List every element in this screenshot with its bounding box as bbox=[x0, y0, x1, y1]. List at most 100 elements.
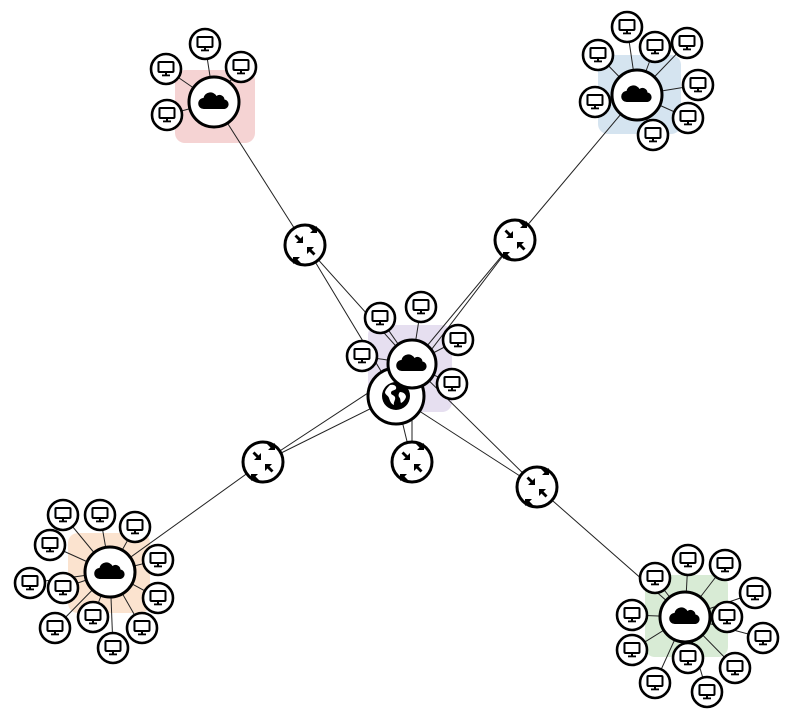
cloud-icon bbox=[94, 562, 125, 580]
monitor-icon bbox=[623, 607, 641, 623]
monitor-icon bbox=[443, 376, 461, 392]
computer-node[interactable] bbox=[638, 666, 672, 700]
computer-node[interactable] bbox=[681, 68, 715, 102]
monitor-icon bbox=[679, 552, 697, 568]
monitor-icon bbox=[21, 575, 39, 591]
monitor-icon bbox=[746, 585, 764, 601]
computer-node[interactable] bbox=[671, 641, 705, 675]
computer-node[interactable] bbox=[708, 548, 742, 582]
computer-node[interactable] bbox=[581, 38, 615, 72]
computer-node[interactable] bbox=[670, 26, 704, 60]
computer-node[interactable] bbox=[150, 98, 184, 132]
cloud-node[interactable] bbox=[83, 545, 137, 599]
globe-icon bbox=[382, 382, 410, 410]
router-arrows-icon bbox=[525, 466, 549, 508]
cloud-icon bbox=[198, 92, 229, 110]
computer-node[interactable] bbox=[404, 290, 438, 324]
computer-node[interactable] bbox=[690, 675, 724, 709]
cloud-icon bbox=[396, 354, 427, 372]
link-router-nw-red-cloud bbox=[213, 101, 306, 246]
computer-node[interactable] bbox=[718, 651, 752, 685]
computer-node[interactable] bbox=[710, 600, 744, 634]
computer-node[interactable] bbox=[615, 633, 649, 667]
computer-node[interactable] bbox=[141, 543, 175, 577]
monitor-icon bbox=[126, 519, 144, 535]
router-arrows-icon bbox=[293, 224, 317, 266]
computer-node[interactable] bbox=[345, 339, 379, 373]
nodes bbox=[13, 10, 780, 709]
computer-node[interactable] bbox=[578, 85, 612, 119]
monitor-icon bbox=[158, 107, 176, 123]
computer-node[interactable] bbox=[149, 52, 183, 86]
monitor-icon bbox=[698, 684, 716, 700]
router-arrows-icon bbox=[400, 441, 424, 483]
computer-node[interactable] bbox=[96, 631, 130, 665]
computer-node[interactable] bbox=[224, 50, 258, 84]
computer-node[interactable] bbox=[441, 323, 475, 357]
computer-node[interactable] bbox=[671, 543, 705, 577]
monitor-icon bbox=[679, 110, 697, 126]
computer-node[interactable] bbox=[118, 510, 152, 544]
cloud-node[interactable] bbox=[658, 590, 712, 644]
computer-node[interactable] bbox=[671, 101, 705, 135]
computer-node[interactable] bbox=[46, 498, 80, 532]
monitor-icon bbox=[718, 609, 736, 625]
monitor-icon bbox=[54, 507, 72, 523]
monitor-icon bbox=[646, 570, 664, 586]
monitor-icon bbox=[449, 332, 467, 348]
monitor-icon bbox=[371, 310, 389, 326]
router-node[interactable] bbox=[283, 223, 327, 267]
monitor-icon bbox=[54, 580, 72, 596]
computer-node[interactable] bbox=[615, 598, 649, 632]
monitor-icon bbox=[646, 675, 664, 691]
router-node[interactable] bbox=[241, 440, 285, 484]
monitor-icon bbox=[644, 127, 662, 143]
link-router-sw-orange-cloud bbox=[109, 461, 264, 573]
monitor-icon bbox=[149, 590, 167, 606]
computer-node[interactable] bbox=[141, 581, 175, 615]
router-node[interactable] bbox=[515, 465, 559, 509]
computer-node[interactable] bbox=[363, 301, 397, 335]
router-node[interactable] bbox=[493, 218, 537, 262]
monitor-icon bbox=[232, 59, 250, 75]
computer-node[interactable] bbox=[638, 30, 672, 64]
monitor-icon bbox=[149, 552, 167, 568]
monitor-icon bbox=[353, 348, 371, 364]
computer-node[interactable] bbox=[746, 621, 780, 655]
router-node[interactable] bbox=[390, 440, 434, 484]
monitor-icon bbox=[412, 299, 430, 315]
monitor-icon bbox=[726, 660, 744, 676]
monitor-icon bbox=[196, 36, 214, 52]
cloud-node[interactable] bbox=[386, 338, 438, 390]
computer-node[interactable] bbox=[738, 576, 772, 610]
cloud-node[interactable] bbox=[610, 68, 664, 122]
computer-node[interactable] bbox=[435, 367, 469, 401]
computer-node[interactable] bbox=[638, 561, 672, 595]
computer-node[interactable] bbox=[46, 571, 80, 605]
monitor-icon bbox=[586, 94, 604, 110]
computer-node[interactable] bbox=[83, 498, 117, 532]
monitor-icon bbox=[618, 19, 636, 35]
monitor-icon bbox=[623, 642, 641, 658]
cloud-icon bbox=[621, 85, 652, 103]
computer-node[interactable] bbox=[33, 528, 67, 562]
monitor-icon bbox=[716, 557, 734, 573]
computer-node[interactable] bbox=[125, 611, 159, 645]
monitor-icon bbox=[133, 620, 151, 636]
monitor-icon bbox=[91, 507, 109, 523]
computer-node[interactable] bbox=[636, 118, 670, 152]
monitor-icon bbox=[754, 630, 772, 646]
monitor-icon bbox=[104, 640, 122, 656]
computer-node[interactable] bbox=[38, 611, 72, 645]
monitor-icon bbox=[589, 47, 607, 63]
computer-node[interactable] bbox=[13, 566, 47, 600]
computer-node[interactable] bbox=[76, 600, 110, 634]
computer-node[interactable] bbox=[610, 10, 644, 44]
monitor-icon bbox=[157, 61, 175, 77]
router-arrows-icon bbox=[251, 441, 275, 483]
cloud-node[interactable] bbox=[187, 75, 241, 129]
link-router-ne-core-cloud bbox=[411, 239, 516, 365]
monitor-icon bbox=[46, 620, 64, 636]
computer-node[interactable] bbox=[188, 27, 222, 61]
